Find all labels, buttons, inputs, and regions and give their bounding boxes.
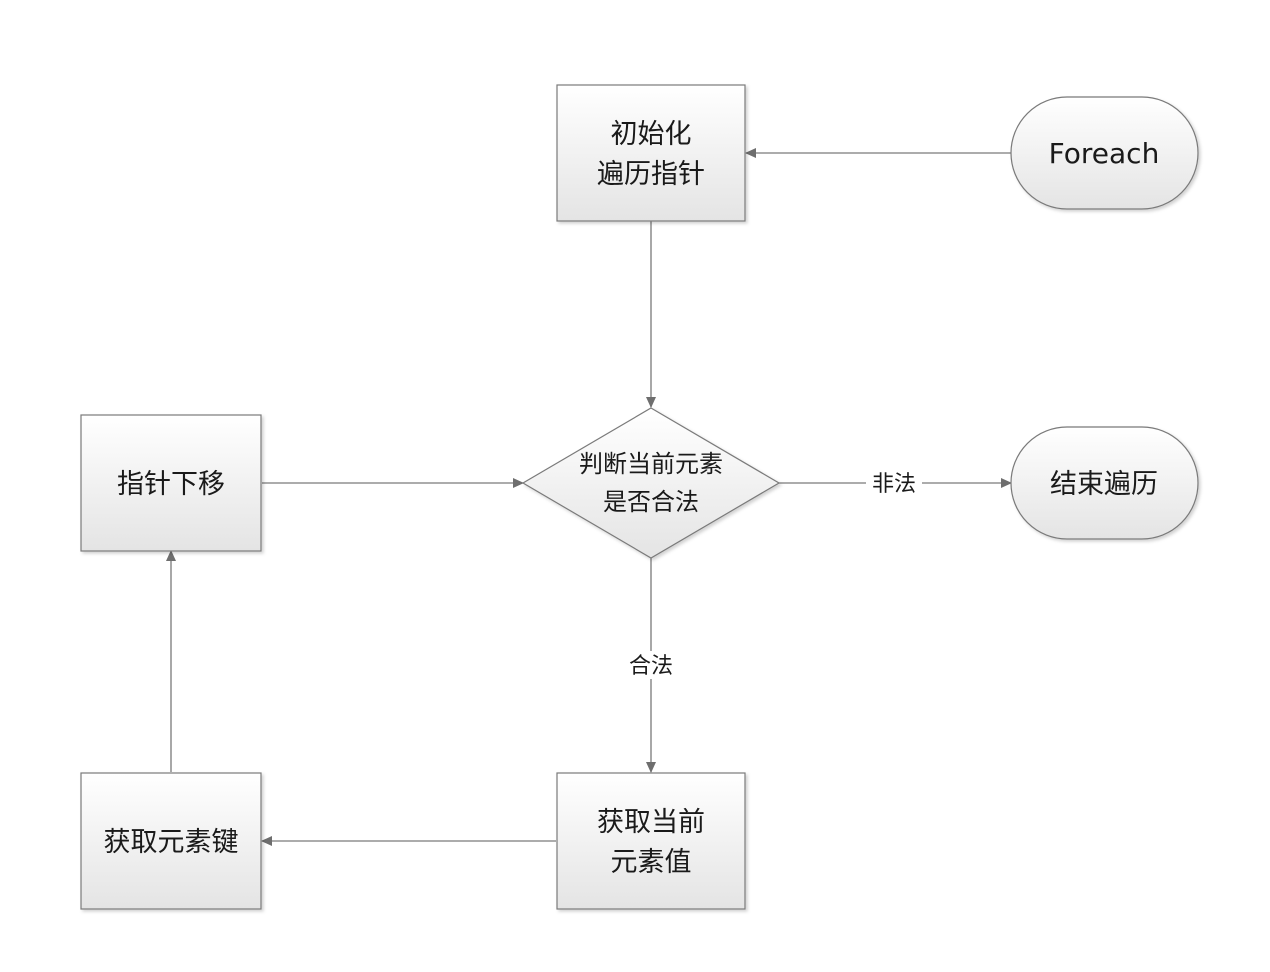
process-shape [80,772,262,910]
node-decision-valid[interactable]: 判断当前元素 是否合法 [521,407,781,559]
process-shape [556,772,746,910]
node-get-value[interactable]: 获取当前 元素值 [556,772,746,910]
node-move-label: 指针下移 [117,469,225,500]
terminator-shape [1010,96,1199,210]
node-decision-line1: 判断当前元素 [579,450,723,478]
node-end-label: 结束遍历 [1050,469,1158,500]
edges [166,148,1012,846]
node-move-pointer[interactable]: 指针下移 [80,414,262,552]
edge-label-valid: 合法 [629,654,673,679]
node-foreach-label: Foreach [1049,137,1160,170]
node-foreach-start[interactable]: Foreach [1010,96,1199,210]
node-init-line1: 初始化 [611,119,692,150]
node-get-key-label: 获取元素键 [104,827,239,858]
node-get-value-line1: 获取当前 [597,807,705,838]
node-get-value-line2: 元素值 [611,847,692,878]
edge-label-invalid-group: 非法 [866,469,922,497]
node-get-key[interactable]: 获取元素键 [80,772,262,910]
edge-label-valid-group: 合法 [623,651,679,679]
edge-label-invalid: 非法 [872,472,916,497]
process-shape [556,84,746,222]
process-shape [80,414,262,552]
node-end-traversal[interactable]: 结束遍历 [1010,426,1199,540]
terminator-shape [1010,426,1199,540]
node-init-pointer[interactable]: 初始化 遍历指针 [556,84,746,222]
node-init-line2: 遍历指针 [597,159,705,190]
decision-shape [521,407,781,559]
node-decision-line2: 是否合法 [603,488,699,516]
